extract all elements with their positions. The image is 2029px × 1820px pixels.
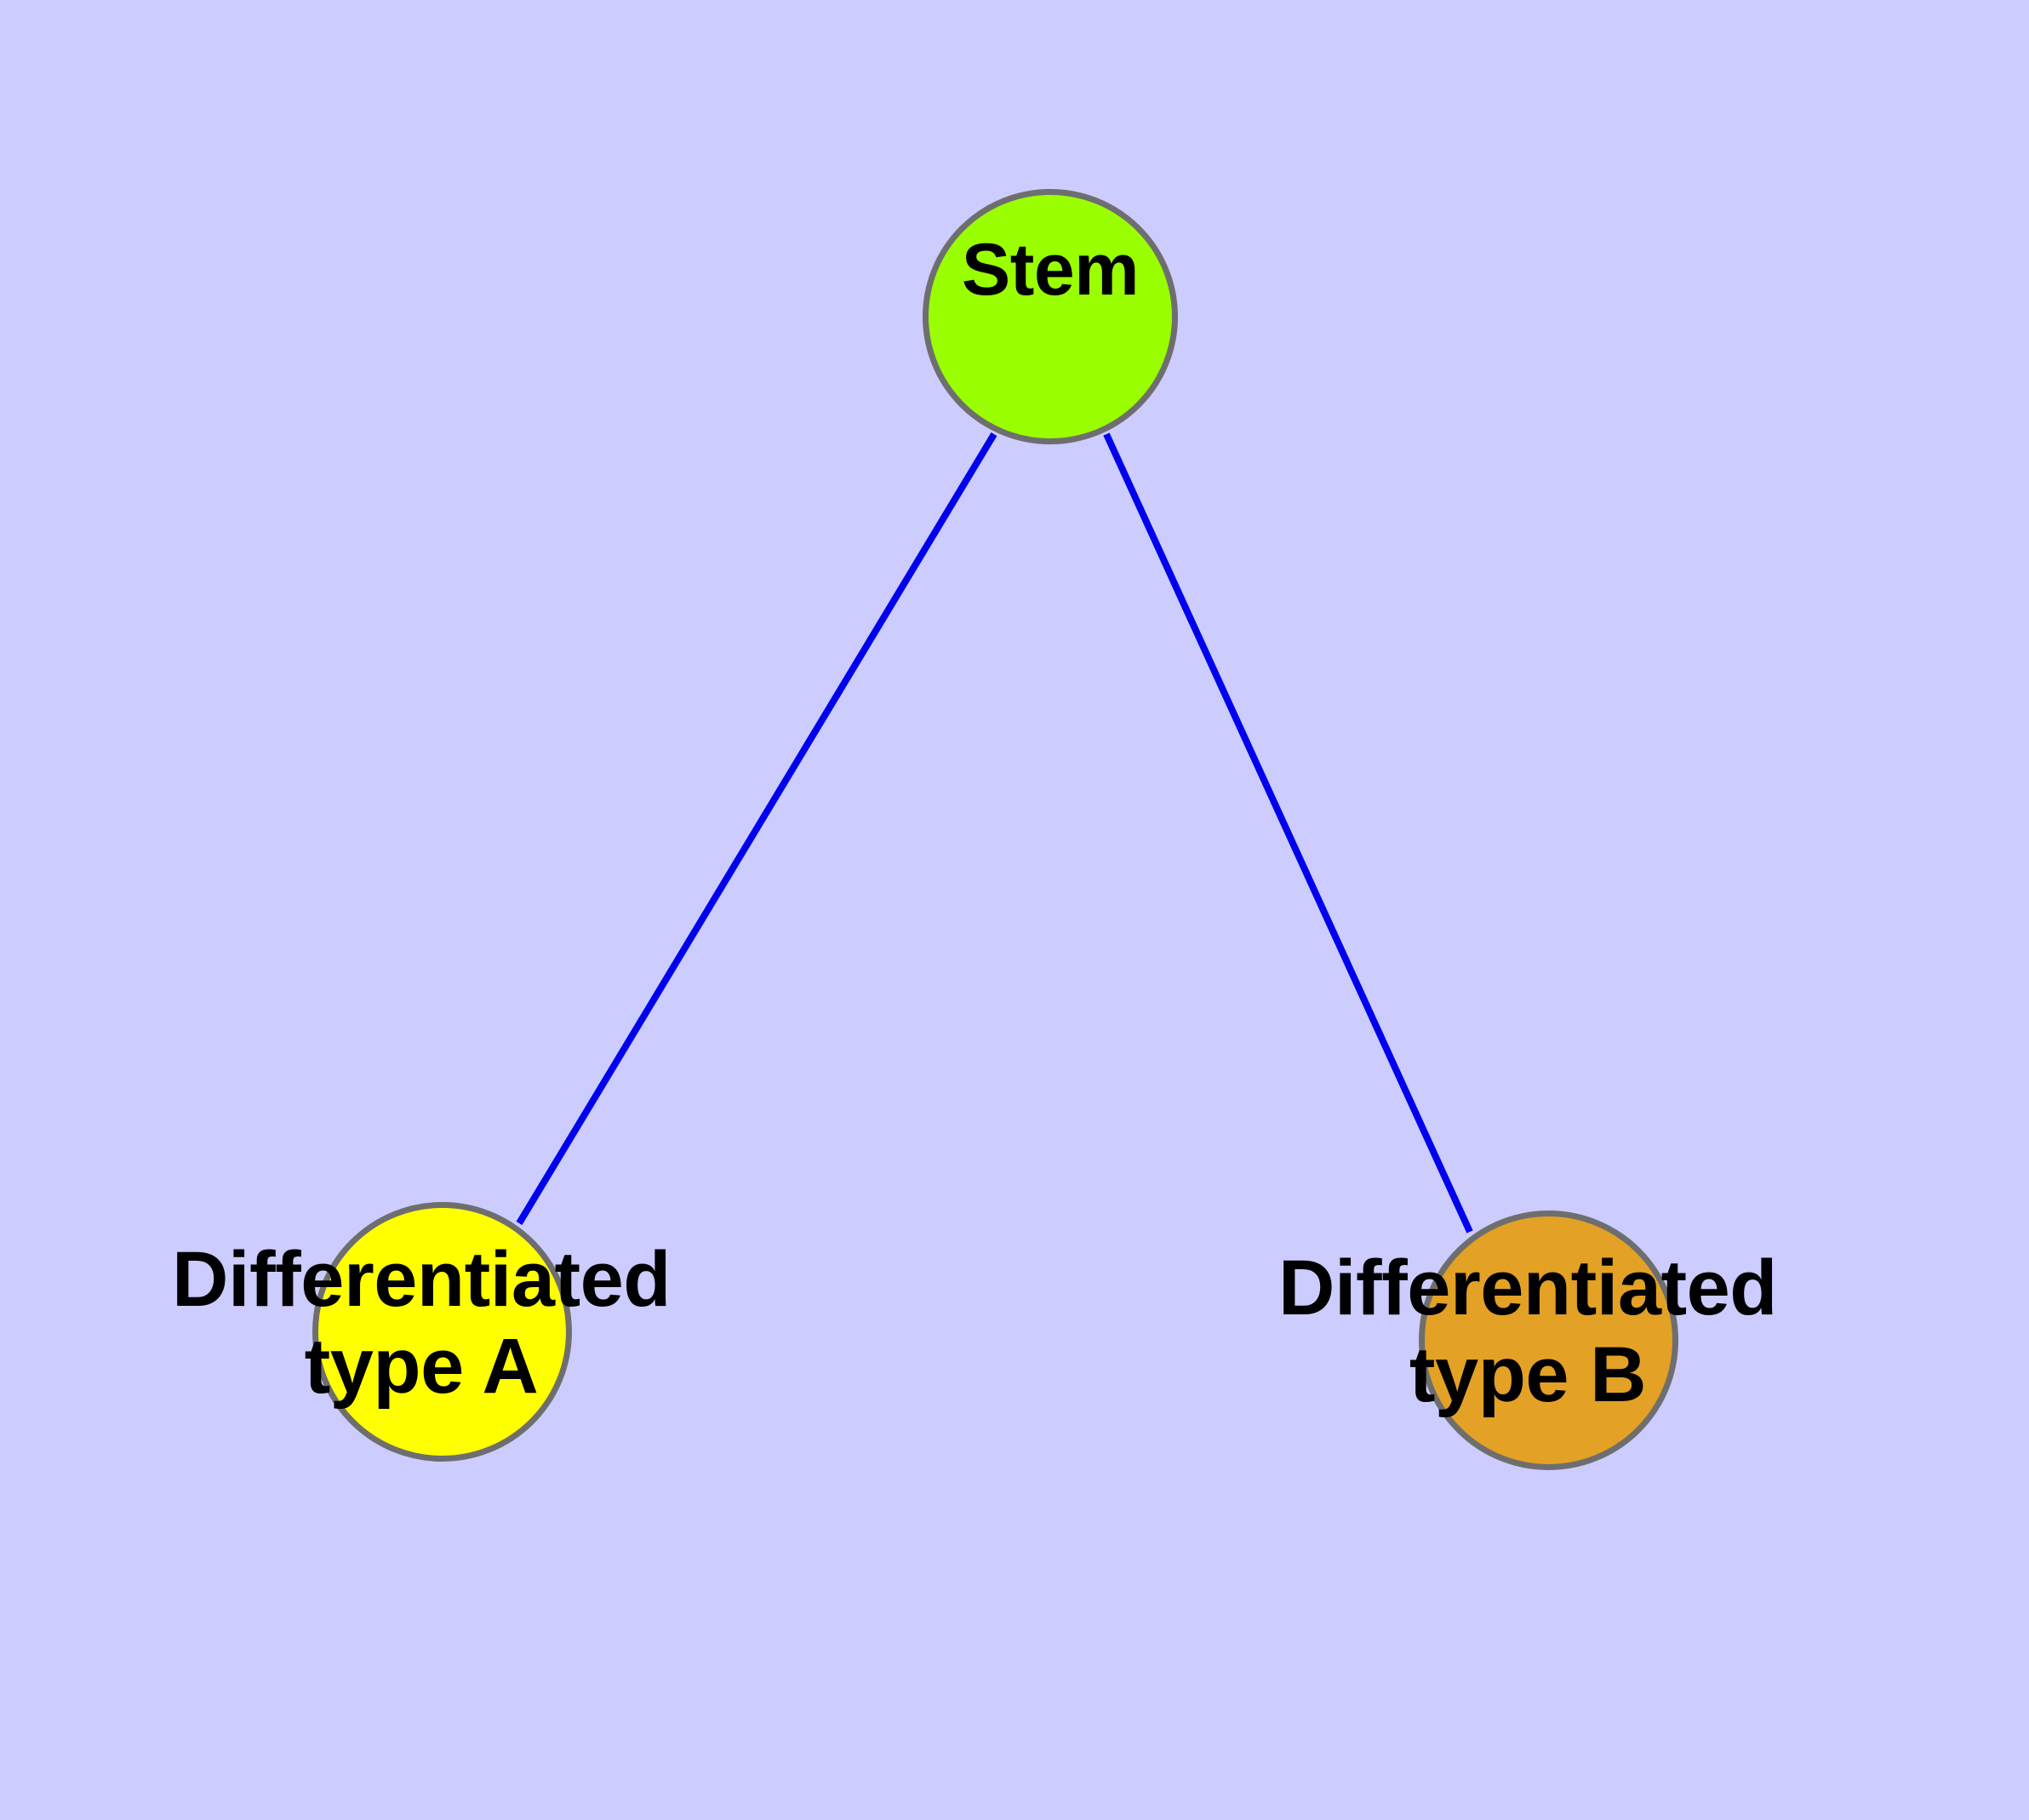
edge-stem-to-differentiated-type-a: [516, 432, 997, 1226]
node-differentiated-type-b[interactable]: [1419, 1210, 1678, 1470]
node-differentiated-type-a[interactable]: [312, 1202, 572, 1462]
edge-stem-to-differentiated-type-b: [1103, 432, 1473, 1233]
node-stem[interactable]: [923, 189, 1178, 444]
